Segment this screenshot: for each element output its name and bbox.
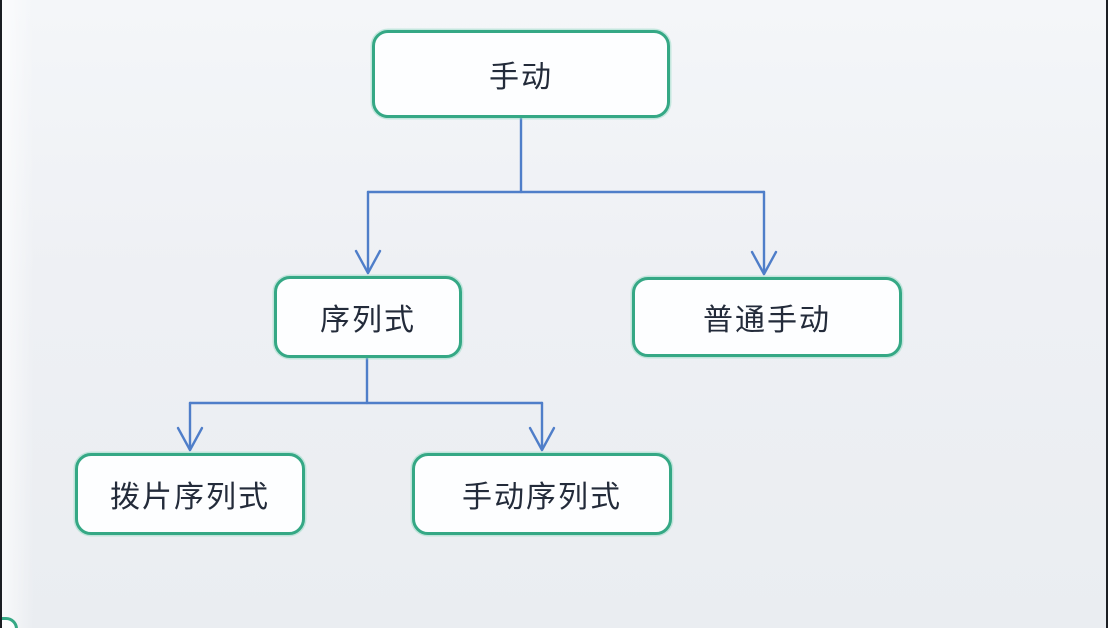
node-label: 拨片序列式 <box>110 481 270 514</box>
connector-sequential-to-children <box>176 356 556 452</box>
node-label: 手动序列式 <box>462 481 622 514</box>
arrowhead-down-icon <box>176 426 204 452</box>
node-label: 序列式 <box>320 304 416 337</box>
arrowhead-down-icon <box>750 250 778 276</box>
frame-edge-right <box>1106 0 1108 628</box>
node-ordinary-manual: 普通手动 <box>632 277 902 357</box>
partial-node-bottom-left <box>0 617 18 628</box>
node-manual: 手动 <box>372 30 670 118</box>
node-sequential: 序列式 <box>274 276 462 358</box>
node-label: 普通手动 <box>703 304 831 337</box>
node-manual-sequential: 手动序列式 <box>412 453 672 535</box>
frame-edge-left <box>0 0 2 628</box>
arrowhead-down-icon <box>528 426 556 452</box>
node-paddle-sequential: 拨片序列式 <box>75 453 305 535</box>
connector-root-to-children <box>354 116 778 276</box>
node-label: 手动 <box>489 61 553 94</box>
arrowhead-down-icon <box>354 249 382 275</box>
